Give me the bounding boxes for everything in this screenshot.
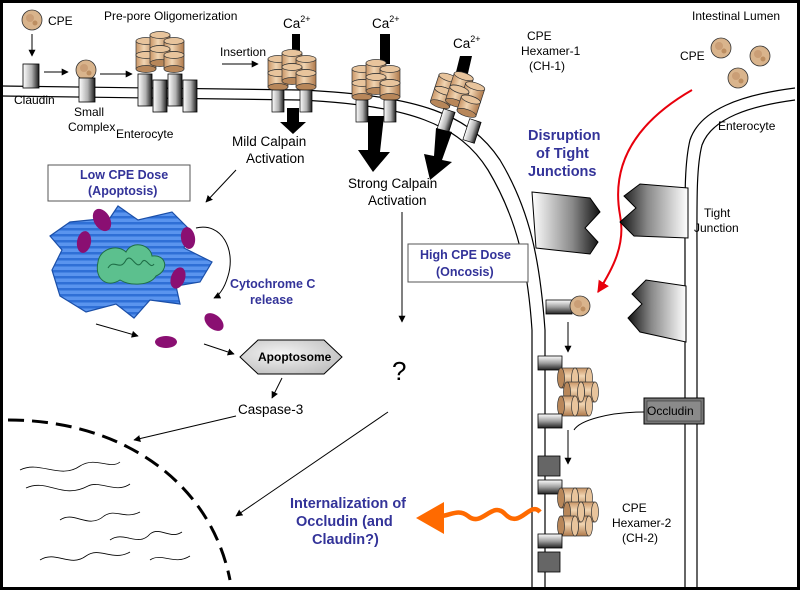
strong-calpain-label-2: Activation	[368, 193, 427, 208]
chromatin-fibers	[19, 461, 191, 561]
er-folds	[107, 257, 155, 269]
disruption-label-3: Junctions	[528, 164, 596, 180]
pore-1-claudins	[271, 89, 313, 113]
mild-calpain-label-1: Mild Calpain	[232, 134, 306, 149]
cpe-top-left-molecule	[21, 9, 43, 31]
right-membrane-inner	[696, 99, 796, 590]
ca-label-1: Ca2+	[283, 14, 311, 31]
caspase-label: Caspase-3	[238, 402, 303, 417]
cytochrome-label-2: release	[250, 293, 293, 307]
insertion-label: Insertion	[220, 45, 266, 59]
low-dose-box	[47, 164, 191, 202]
claudin-label: Claudin	[14, 93, 55, 107]
tight-junction-right-upper	[619, 183, 689, 239]
occludin-box	[643, 397, 705, 425]
internalization-label-1: Internalization of	[290, 496, 406, 512]
arrow-cell-to-mito	[95, 323, 139, 338]
nucleus-boundary	[7, 418, 232, 581]
cpe-hexamer2-label-3: (CH-2)	[622, 531, 658, 545]
high-dose-box	[407, 243, 529, 283]
strong-calpain-arrow-2	[424, 128, 452, 180]
cpe-claudin-complex-membrane	[545, 295, 591, 317]
small-complex-label-1: Small	[74, 105, 104, 119]
disruption-label-2: of Tight	[536, 146, 589, 162]
strong-calpain-label-1: Strong Calpain	[348, 176, 437, 191]
enterocyte-right-label: Enterocyte	[718, 119, 776, 133]
cpe-label-top-left: CPE	[48, 14, 73, 28]
internalization-label-2: Occludin (and	[296, 514, 393, 530]
apoptosome-shape	[239, 339, 343, 375]
arrow-apoptosome-to-caspase	[271, 377, 283, 399]
small-complex-shape	[75, 59, 97, 103]
cpe-hexamer1-label-1: CPE	[527, 29, 552, 43]
internalization-label-3: Claudin?)	[312, 532, 379, 548]
mild-calpain-arrow	[280, 108, 306, 134]
question-mark: ?	[392, 356, 406, 386]
disruption-label-1: Disruption	[528, 128, 601, 144]
tight-junction-left-upper	[531, 191, 601, 255]
arrow-mito-to-apoptosome	[203, 343, 235, 356]
enterocyte-left-label: Enterocyte	[116, 127, 174, 141]
ca-influx-arrow-1	[292, 34, 300, 56]
cpe-hexamer2-lower	[537, 455, 599, 573]
low-dose-label-2: (Apoptosis)	[88, 184, 157, 198]
ca-label-2: Ca2+	[372, 14, 400, 31]
cpe-hexamer2-upper	[537, 355, 599, 429]
pore-3-claudins	[436, 108, 482, 144]
cpe-pore-2	[352, 60, 400, 101]
cytochrome-label-1: Cytochrome C	[230, 277, 315, 291]
cpe-hexamer1-label-2: Hexamer-1	[521, 44, 581, 58]
strong-calpain-arrow-1	[358, 116, 390, 172]
cpe-hexamer1-label-3: (CH-1)	[529, 59, 565, 73]
small-complex-label-2: Complex	[68, 120, 115, 134]
occludin-label: Occludin	[647, 404, 694, 418]
prepore-oligomer	[136, 32, 198, 113]
low-dose-label-1: Low CPE Dose	[80, 168, 168, 182]
endoplasmic-reticulum	[96, 244, 166, 285]
cpe-hexamer2-label-1: CPE	[622, 501, 647, 515]
intestinal-lumen-label: Intestinal Lumen	[692, 9, 780, 23]
ca-influx-arrow-2	[380, 34, 390, 64]
tight-junction-label-2: Junction	[694, 221, 739, 235]
arrow-caspase-to-nucleus	[133, 415, 237, 442]
occludin-line	[573, 411, 645, 431]
apoptosome-label: Apoptosome	[258, 350, 332, 364]
membrane-inner-line	[1, 95, 533, 590]
red-cpe-path-arrow	[597, 89, 693, 294]
tight-junction-label-1: Tight	[704, 206, 731, 220]
mitochondria	[76, 208, 224, 348]
orange-internalization-squiggle	[439, 507, 542, 522]
membrane-outer-line	[1, 85, 546, 590]
high-dose-label-2: (Oncosis)	[436, 265, 494, 279]
cpe-hexamer2-label-2: Hexamer-2	[612, 516, 672, 530]
mild-calpain-label-2: Activation	[246, 151, 305, 166]
arrow-mild-to-apoptosis	[205, 169, 237, 203]
arrow-question-to-nucleus	[235, 411, 389, 517]
pore-2-claudins	[355, 99, 397, 123]
tight-junction-right-lower	[627, 279, 687, 343]
cpe-right-label: CPE	[680, 49, 705, 63]
claudin-shape	[22, 63, 40, 89]
ca-label-3: Ca2+	[453, 34, 481, 51]
orange-internalization-arrowhead	[416, 502, 444, 534]
pre-pore-label: Pre-pore Oligomerization	[104, 9, 237, 23]
arrow-cytochrome	[195, 226, 231, 299]
high-dose-label-1: High CPE Dose	[420, 248, 511, 262]
cpe-pore-1	[268, 50, 316, 91]
